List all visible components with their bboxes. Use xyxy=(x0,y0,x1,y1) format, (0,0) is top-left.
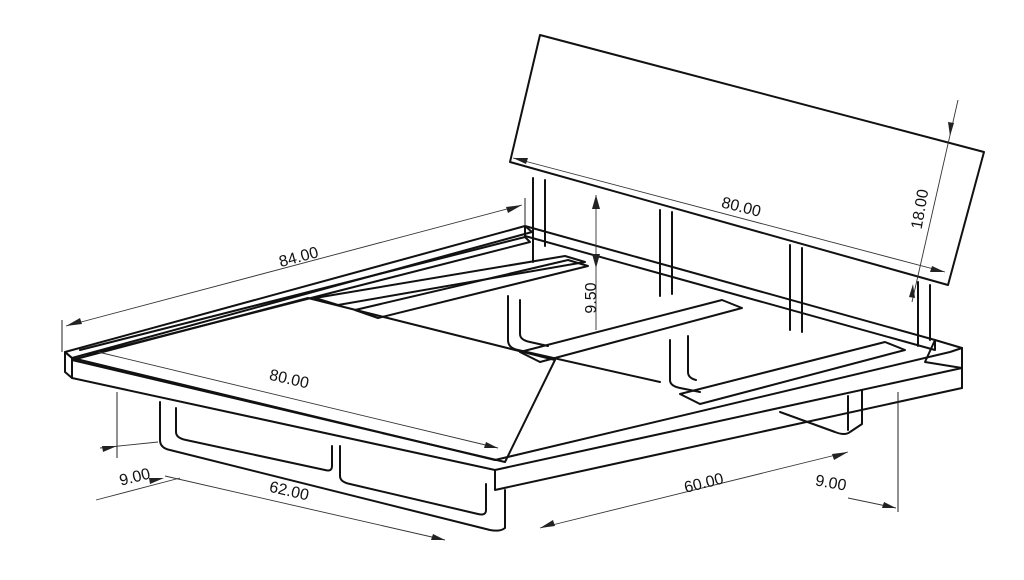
arrowhead xyxy=(592,254,600,268)
back-leg-cutout-1 xyxy=(519,299,549,347)
foot-rail-front-face xyxy=(494,367,963,491)
dim-line-overall-length xyxy=(65,204,523,327)
back-leg-cutout-2 xyxy=(687,335,697,381)
slat-1b xyxy=(354,259,589,319)
left-rail-end xyxy=(64,351,73,379)
slat-2 xyxy=(519,299,743,363)
label-headboard-height: 18.00 xyxy=(909,188,933,230)
front-rail-top xyxy=(494,347,963,461)
right-leg-runner xyxy=(779,389,863,435)
back-leg-runner-2 xyxy=(669,339,701,393)
label-overall-length: 84.00 xyxy=(277,244,320,271)
label-mattress-width: 80.00 xyxy=(268,367,311,393)
arrowhead xyxy=(882,502,896,508)
left-rail-bottom xyxy=(71,377,496,471)
arrowhead xyxy=(102,446,117,452)
mattress-board-top xyxy=(71,297,556,463)
label-headboard-clearance: 9.50 xyxy=(583,282,600,313)
headboard xyxy=(509,34,985,347)
dimension-labels: 84.00 80.00 18.00 9.50 80.00 9.00 62.00 … xyxy=(118,188,933,504)
arrowhead xyxy=(948,122,954,136)
dim-line-mattress-width xyxy=(97,351,499,449)
slats xyxy=(314,255,906,405)
dimensions xyxy=(61,99,959,541)
left-rail-top xyxy=(64,225,533,359)
arrowhead xyxy=(540,520,555,528)
arrowhead xyxy=(832,452,848,460)
arrowhead xyxy=(506,205,522,213)
front-leg-runner xyxy=(159,401,506,532)
dim-line-inset-left-b xyxy=(95,477,181,501)
arrowhead xyxy=(513,158,528,164)
arrowhead xyxy=(66,318,82,326)
label-headboard-width: 80.00 xyxy=(720,195,763,221)
mattress-board xyxy=(71,297,556,463)
label-inset-left: 9.00 xyxy=(118,466,152,490)
arrowhead xyxy=(484,442,498,448)
back-leg-runner-1 xyxy=(507,295,661,383)
front-leg-cutout-1 xyxy=(175,407,333,472)
slat-1 xyxy=(314,255,586,306)
arrowhead xyxy=(431,534,445,540)
legs xyxy=(159,295,863,532)
dim-line-headboard-width xyxy=(512,157,946,273)
dim-line-base-width xyxy=(539,451,849,529)
label-base-width: 60.00 xyxy=(682,471,725,497)
label-inset-right: 9.00 xyxy=(814,472,848,494)
arrowhead xyxy=(909,284,915,298)
dim-line-base-depth xyxy=(164,475,446,541)
front-leg-cutout-2 xyxy=(339,445,487,516)
slat-3 xyxy=(679,341,906,405)
headboard-panel xyxy=(509,34,985,286)
arrowhead xyxy=(149,478,164,484)
arrowhead xyxy=(930,266,945,272)
back-rail xyxy=(524,225,936,351)
arrowhead xyxy=(592,195,600,209)
